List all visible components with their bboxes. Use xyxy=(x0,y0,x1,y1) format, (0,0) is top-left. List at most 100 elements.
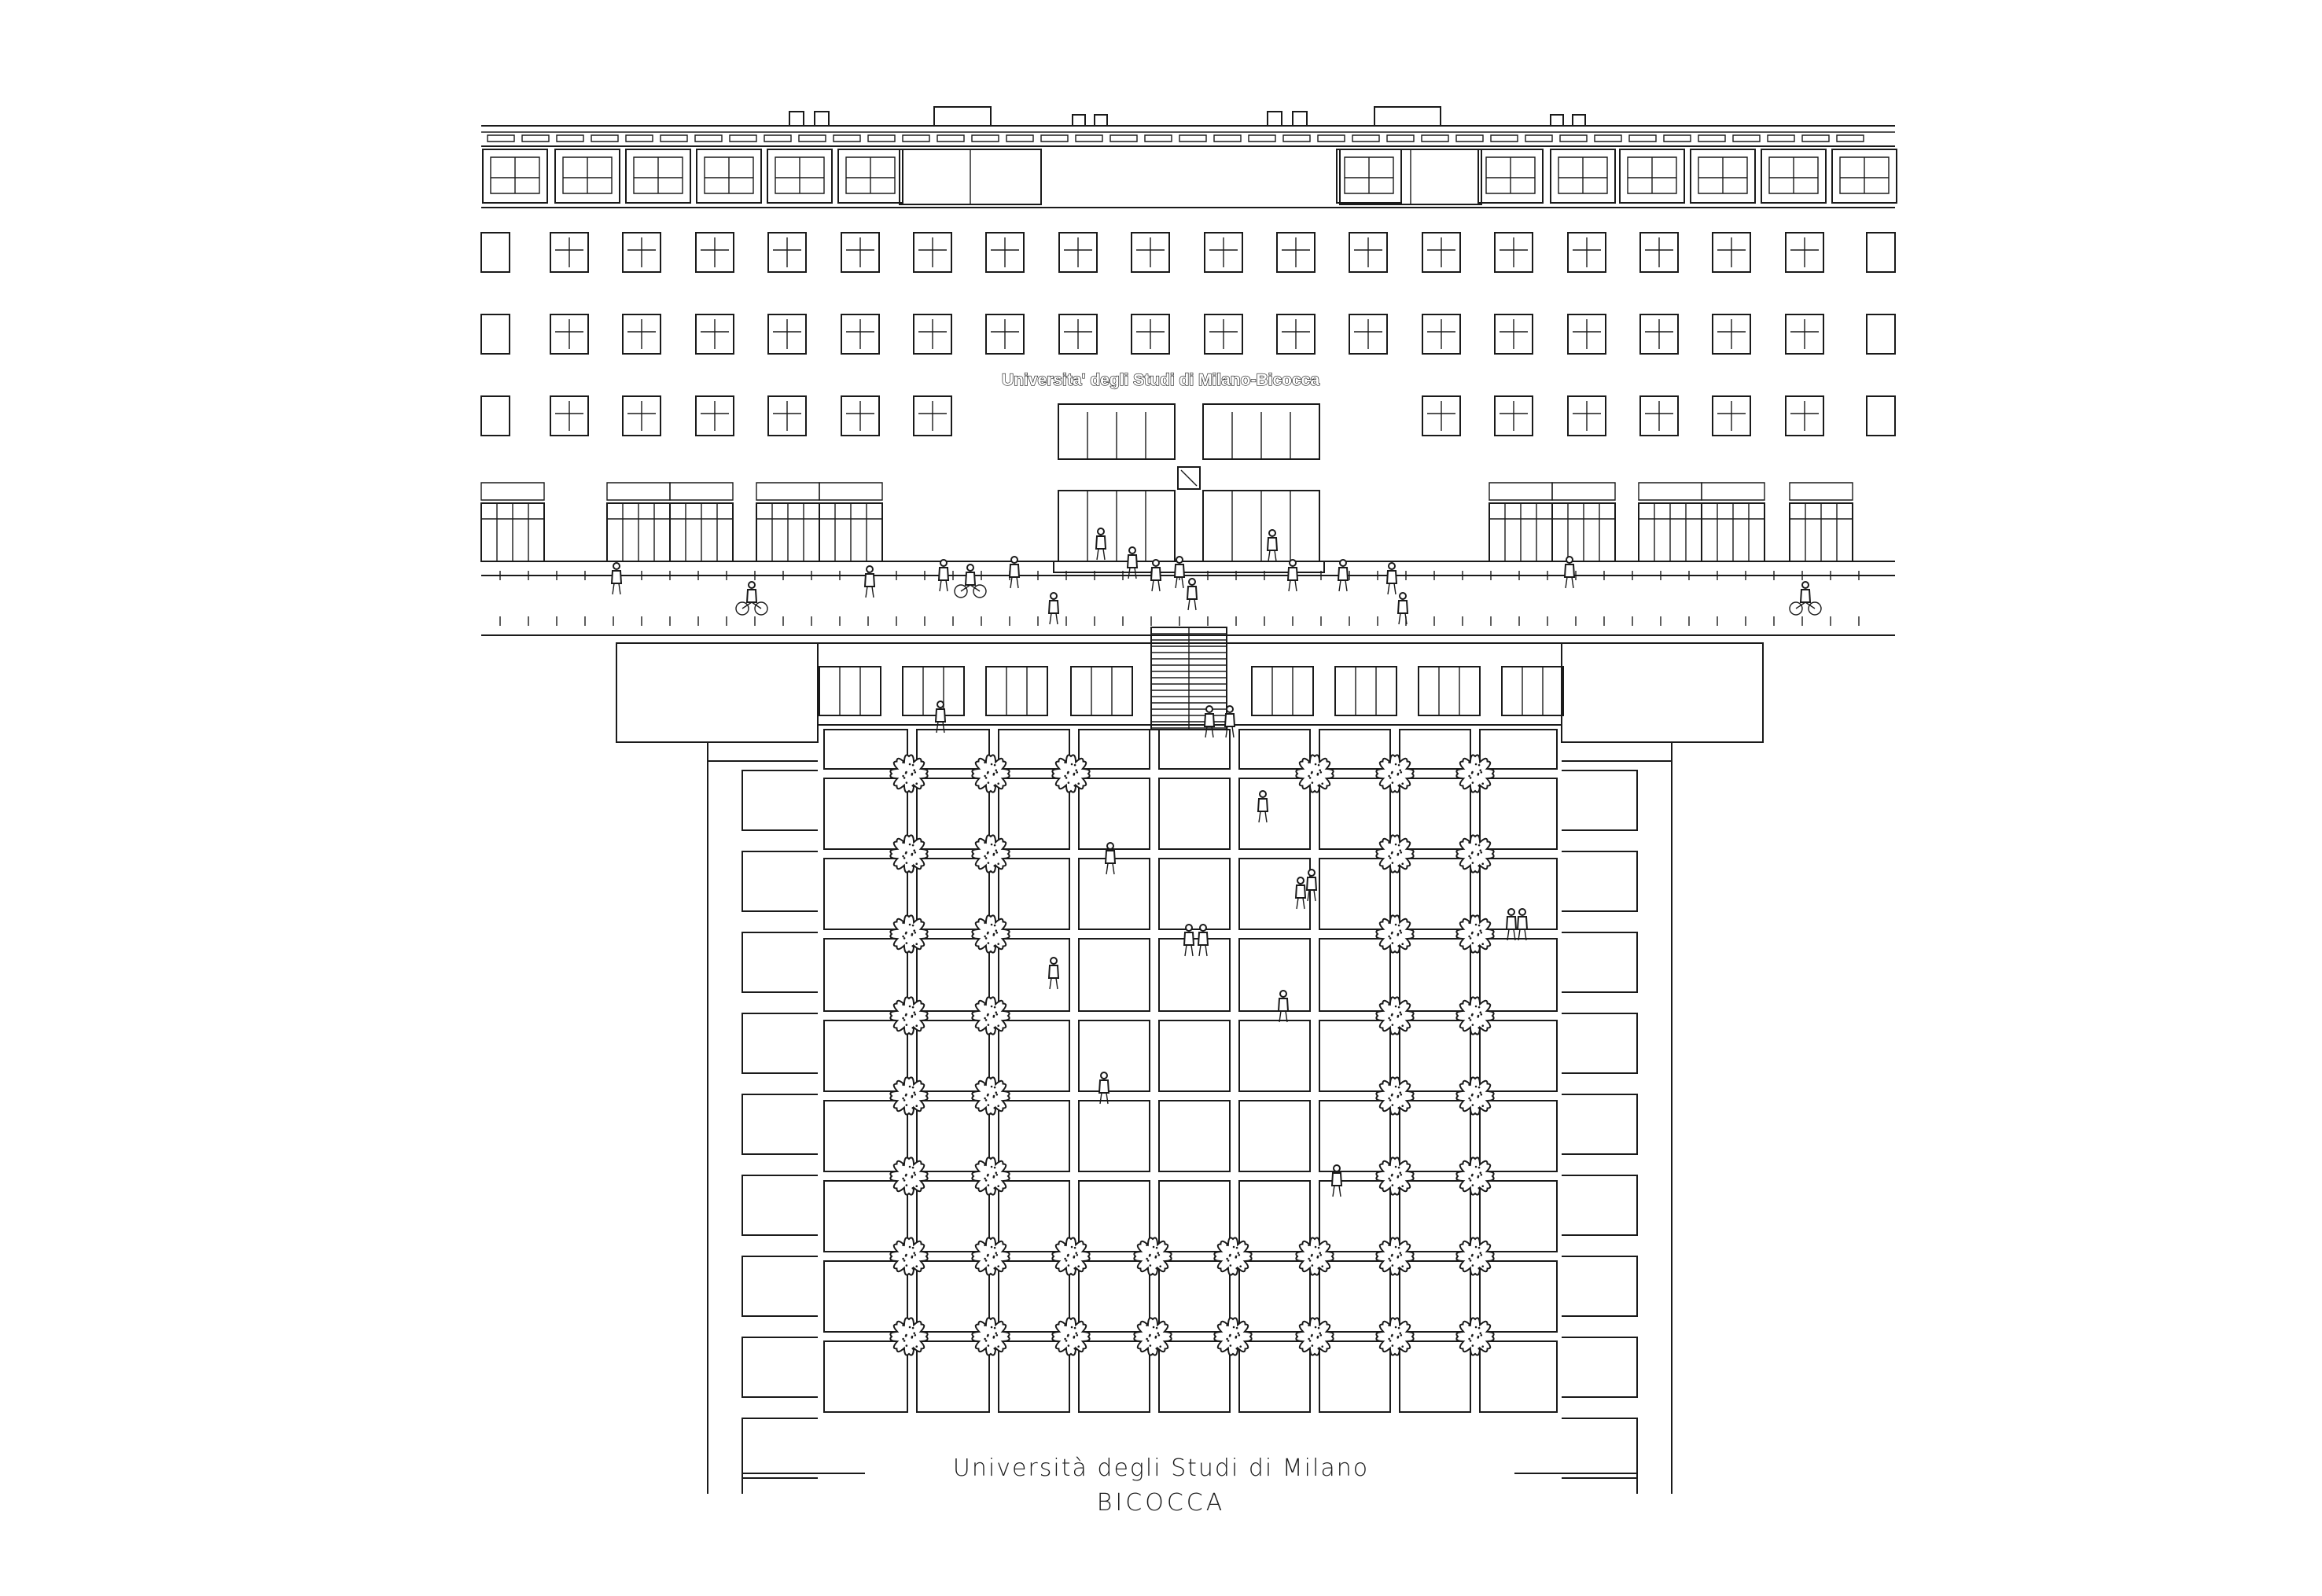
tree-texture xyxy=(1226,1244,1228,1247)
tree-texture xyxy=(1397,1267,1400,1270)
tree-texture xyxy=(1321,1345,1324,1348)
tree-texture xyxy=(1397,944,1400,947)
person-body xyxy=(1128,555,1137,568)
tree-texture xyxy=(993,784,996,787)
tree-texture xyxy=(1481,782,1485,785)
person-body xyxy=(1151,568,1161,580)
tree-texture xyxy=(905,770,907,774)
tree-texture xyxy=(1067,1333,1069,1337)
lower-window xyxy=(1335,667,1397,715)
plaza-tile xyxy=(1079,1020,1150,1091)
tree-texture xyxy=(902,1097,904,1100)
person-body xyxy=(1801,590,1810,602)
tree-texture xyxy=(990,923,993,926)
tree-texture xyxy=(911,1166,914,1169)
tree-texture xyxy=(1065,1340,1068,1342)
tree-texture xyxy=(1155,1267,1158,1270)
tree-texture xyxy=(1146,1337,1148,1340)
plaza-tile xyxy=(917,1181,989,1252)
tree-texture xyxy=(1399,1332,1402,1335)
attic-slot xyxy=(1041,135,1068,142)
attic-slot xyxy=(903,135,929,142)
tree-texture xyxy=(1067,1264,1070,1267)
plaza-tile xyxy=(1079,939,1150,1011)
tree xyxy=(1456,1318,1493,1355)
tree-canopy xyxy=(1052,1237,1089,1274)
shopfront-fascia xyxy=(1552,483,1615,500)
tree-texture xyxy=(914,851,917,854)
plaza-tile xyxy=(1319,1101,1390,1171)
plaza-tile xyxy=(1239,1020,1310,1091)
roof-vent xyxy=(815,112,829,126)
tree-texture xyxy=(1152,1245,1155,1248)
tree-texture xyxy=(997,1185,1000,1187)
tree-texture xyxy=(1073,1246,1076,1249)
tree-canopy xyxy=(1456,997,1493,1034)
window xyxy=(696,396,734,436)
pedestrian xyxy=(1288,560,1297,591)
tree-texture xyxy=(1397,1176,1400,1179)
window xyxy=(1277,314,1315,354)
tree-texture xyxy=(1321,782,1324,785)
tree-texture xyxy=(911,1106,914,1109)
window xyxy=(914,314,951,354)
person-leg xyxy=(946,580,948,591)
wing-bench-right xyxy=(1562,1418,1637,1478)
tree-texture xyxy=(915,1024,918,1027)
tree-texture xyxy=(993,1186,996,1190)
tree-texture xyxy=(1400,1253,1403,1256)
tree-texture xyxy=(1311,781,1314,784)
tree-texture xyxy=(905,1264,908,1267)
window xyxy=(1422,396,1460,436)
tree-texture xyxy=(1394,1326,1397,1329)
person-leg xyxy=(1010,577,1012,588)
tree-texture xyxy=(987,1264,990,1267)
tree-texture xyxy=(1226,1324,1228,1327)
plaza-tile xyxy=(1079,1181,1150,1252)
tree-texture xyxy=(990,763,993,766)
tree-texture xyxy=(1397,864,1400,867)
person-body xyxy=(1387,571,1397,583)
tree-texture xyxy=(1399,929,1402,932)
tree-texture xyxy=(902,935,904,938)
lower-window xyxy=(986,667,1047,715)
plaza-tile xyxy=(917,730,989,769)
tree-texture xyxy=(1073,784,1076,787)
pedestrian xyxy=(1507,909,1516,940)
person-leg xyxy=(1100,1093,1102,1104)
tree-texture xyxy=(1388,921,1390,925)
tree-texture xyxy=(1397,1006,1400,1009)
attic-slot xyxy=(1560,135,1587,142)
wing-bench-right xyxy=(1562,1256,1637,1316)
tree-texture xyxy=(1477,1096,1480,1098)
tree xyxy=(1296,755,1333,792)
tree-texture xyxy=(1237,1332,1240,1335)
tree xyxy=(890,997,927,1034)
person-body xyxy=(1205,714,1214,726)
window xyxy=(986,233,1024,272)
tree-texture xyxy=(1067,781,1070,784)
tree-texture xyxy=(993,1166,996,1169)
attic-slot xyxy=(626,135,653,142)
tree-texture xyxy=(911,1016,914,1018)
tree-texture xyxy=(984,1099,988,1101)
roof-vent xyxy=(789,112,804,126)
tree-texture xyxy=(1159,1345,1162,1348)
window xyxy=(768,396,806,436)
tree-texture xyxy=(995,1171,998,1175)
tree-texture xyxy=(1391,1184,1394,1186)
tree-canopy xyxy=(1376,835,1413,872)
window xyxy=(1713,396,1750,436)
tree-texture xyxy=(908,763,911,766)
tree-texture xyxy=(1477,944,1481,947)
tree-texture xyxy=(1319,1252,1322,1255)
plaza-tile xyxy=(1239,859,1310,929)
tree-texture xyxy=(1397,844,1400,847)
person-head xyxy=(1051,958,1057,964)
attic-slot xyxy=(1595,135,1621,142)
person-body xyxy=(1010,564,1019,577)
tree-texture xyxy=(1468,1337,1470,1340)
lower-window xyxy=(1502,667,1563,715)
tree-texture xyxy=(1479,1332,1482,1335)
tree-texture xyxy=(1468,1177,1470,1180)
